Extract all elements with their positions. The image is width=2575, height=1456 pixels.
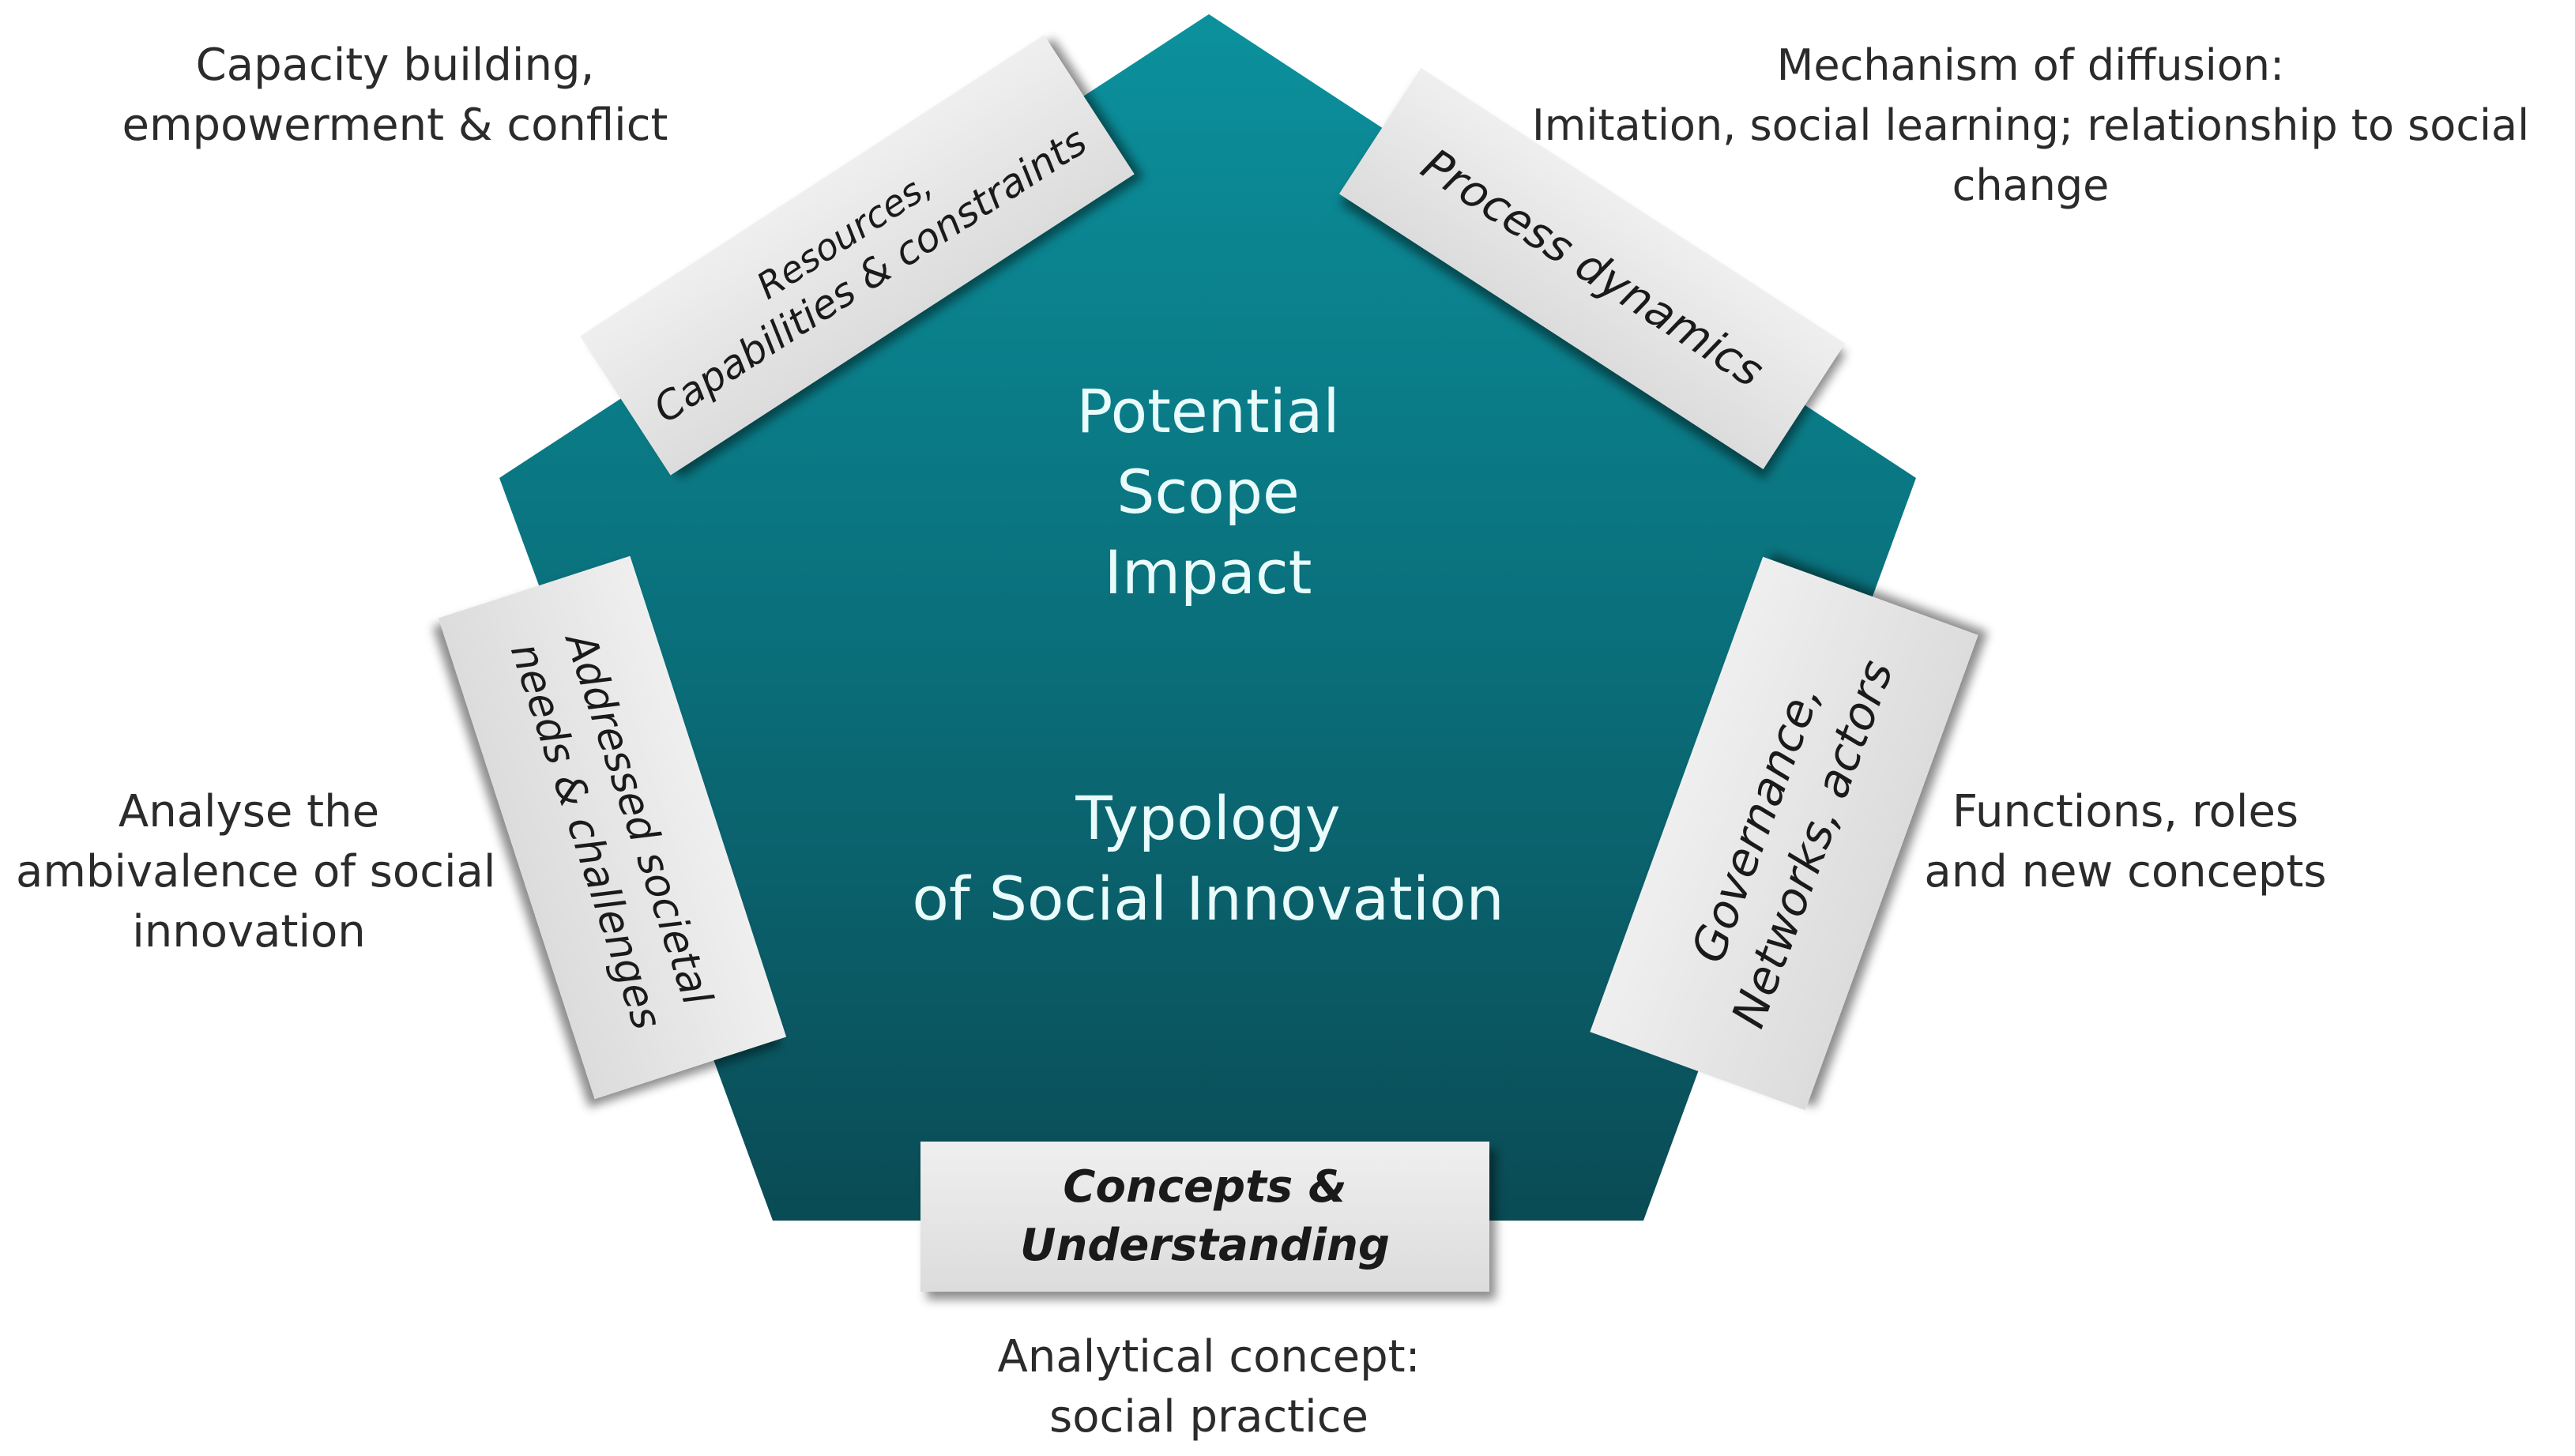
label-mechanism-of-diffusion: Mechanism of diffusion: Imitation, socia…: [1517, 36, 2544, 216]
label-analyse-ambivalence: Analyse the ambivalence of social innova…: [16, 782, 496, 962]
center-bottom-text: Typology of Social Innovation: [892, 778, 1524, 939]
label-functions-line-2: and new concepts: [1924, 846, 2327, 897]
label-analyse-line-2: ambivalence of social: [16, 846, 496, 897]
label-mechanism-line-2: Imitation, social learning; relationship…: [1531, 100, 2530, 150]
center-line-typology: Typology: [1075, 783, 1341, 853]
label-mechanism-line-1: Mechanism of diffusion:: [1776, 40, 2285, 90]
center-line-social-innovation: of Social Innovation: [912, 863, 1504, 934]
center-line-scope: Scope: [1116, 457, 1300, 527]
center-line-potential: Potential: [1076, 376, 1340, 446]
label-analyse-line-3: innovation: [132, 906, 366, 957]
label-analytical-line-1: Analytical concept:: [997, 1331, 1421, 1383]
label-capacity-line-2: empowerment & conflict: [122, 100, 668, 151]
label-capacity-line-1: Capacity building,: [195, 40, 595, 91]
box-concepts-line-1: Concepts &: [1063, 1161, 1347, 1213]
box-concepts: Concepts & Understanding: [920, 1142, 1489, 1292]
label-capacity-building: Capacity building, empowerment & conflic…: [119, 36, 672, 156]
label-functions-roles: Functions, roles and new concepts: [1888, 782, 2362, 902]
center-top-text: Potential Scope Impact: [892, 371, 1524, 613]
center-line-impact: Impact: [1104, 537, 1312, 608]
label-mechanism-line-3: change: [1952, 160, 2110, 210]
label-analyse-line-1: Analyse the: [118, 786, 380, 837]
label-functions-line-1: Functions, roles: [1952, 786, 2299, 837]
box-concepts-line-2: Understanding: [1019, 1220, 1390, 1271]
label-analytical-line-2: social practice: [1049, 1391, 1368, 1443]
label-analytical-concept: Analytical concept: social practice: [893, 1327, 1525, 1447]
